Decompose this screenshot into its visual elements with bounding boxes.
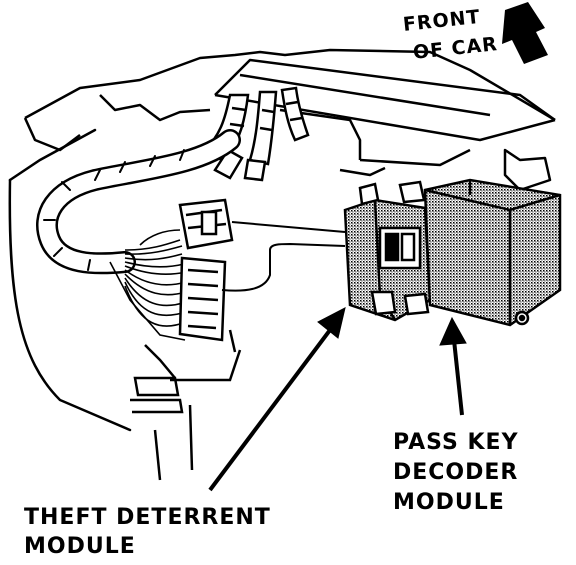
theft-deterrent-module [343, 180, 432, 322]
front-of-car-arrow [502, 2, 548, 64]
lower-connector [178, 242, 346, 342]
pass-key-decoder-label-line2: DECODER [393, 460, 519, 485]
mounting-bracket [130, 329, 242, 481]
upper-connector [178, 198, 346, 250]
dash-panel [23, 48, 556, 205]
theft-deterrent-label-line1: THEFT DETERRENT [24, 505, 271, 530]
pointer-arrows [208, 307, 467, 492]
wire-fan [109, 229, 187, 341]
theft-deterrent-label-line2: MODULE [24, 534, 136, 559]
pass-key-decoder-label-line3: MODULE [393, 490, 505, 515]
pass-key-decoder-label-line1: PASS KEY [393, 430, 519, 455]
main-wire-harness [8, 128, 241, 432]
pass-key-decoder-module [423, 178, 562, 327]
